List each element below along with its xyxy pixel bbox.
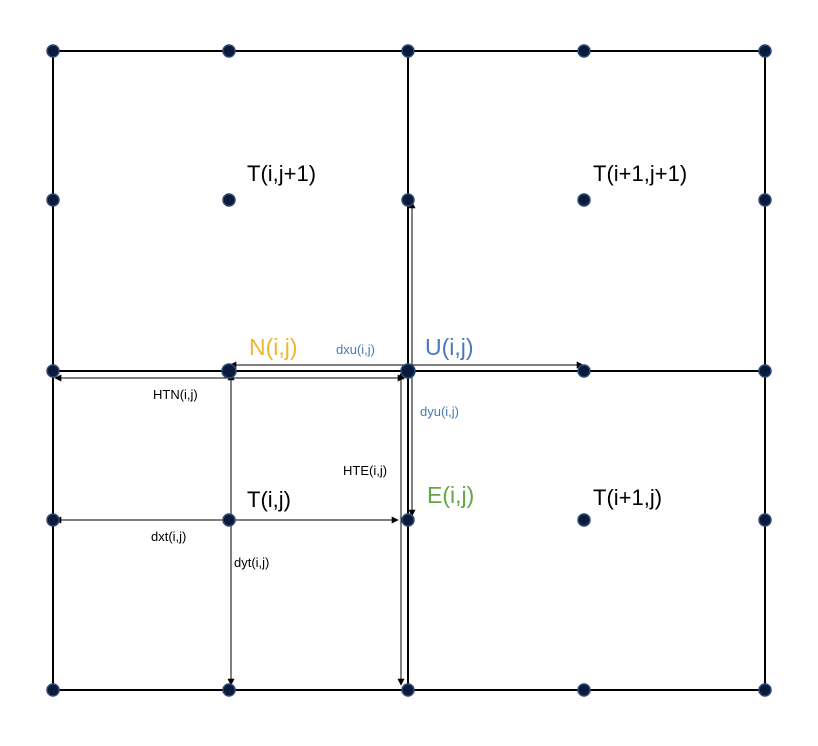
node: [758, 683, 772, 697]
node: [222, 683, 236, 697]
node: [758, 193, 772, 207]
node: [46, 364, 60, 378]
node: [222, 193, 236, 207]
node: [577, 44, 591, 58]
node: [577, 683, 591, 697]
node: [401, 193, 415, 207]
node-n: [221, 363, 237, 379]
node: [401, 44, 415, 58]
dimension-arrows: [54, 201, 584, 686]
node: [577, 513, 591, 527]
node-e: [401, 513, 415, 527]
point-label-u: U(i,j): [425, 334, 474, 360]
dim-label-dyt: dyt(i,j): [234, 555, 269, 570]
point-label-n: N(i,j): [249, 334, 298, 360]
node: [577, 193, 591, 207]
node: [758, 513, 772, 527]
dim-label-dxu: dxu(i,j): [336, 342, 375, 357]
node: [222, 44, 236, 58]
dim-label-hte: HTE(i,j): [343, 463, 387, 478]
dim-label-htn: HTN(i,j): [153, 387, 198, 402]
node-t: [222, 513, 236, 527]
node: [46, 44, 60, 58]
dim-label-dyu: dyu(i,j): [420, 404, 459, 419]
node: [46, 193, 60, 207]
point-label-e: E(i,j): [427, 482, 474, 508]
cell-label-t-ij: T(i,j): [247, 487, 291, 512]
cell-label-t-i1j: T(i+1,j): [593, 485, 662, 510]
node: [46, 683, 60, 697]
dim-label-dxt: dxt(i,j): [151, 529, 186, 544]
node: [46, 513, 60, 527]
cell-label-t-i1j1: T(i+1,j+1): [593, 161, 687, 186]
node: [758, 44, 772, 58]
node: [758, 364, 772, 378]
node: [401, 683, 415, 697]
grid-nodes: [46, 44, 772, 697]
node: [577, 364, 591, 378]
node-u: [400, 363, 416, 379]
cell-label-t-ij1: T(i,j+1): [247, 161, 316, 186]
